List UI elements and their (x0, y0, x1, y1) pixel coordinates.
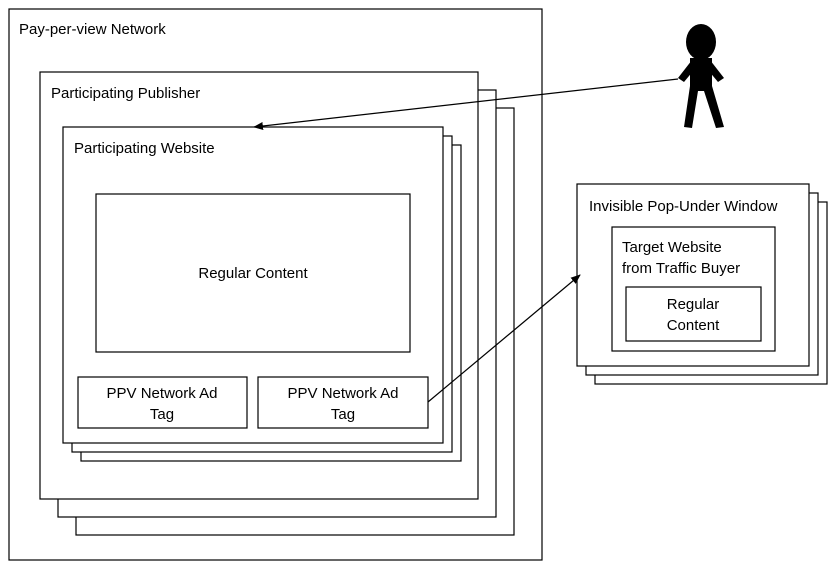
person-icon (678, 24, 724, 128)
regular-content-label: Regular Content (198, 265, 308, 282)
network-label: Pay-per-view Network (19, 21, 166, 38)
ad-tag-right-line1: PPV Network Ad (288, 385, 399, 402)
ad-tag-left-line1: PPV Network Ad (107, 385, 218, 402)
publisher-label: Participating Publisher (51, 85, 200, 102)
ad-tag-right-line2: Tag (331, 406, 355, 423)
regular-content-box (95, 193, 411, 353)
website-label: Participating Website (74, 140, 215, 157)
target-website-line1: Target Website (622, 239, 722, 256)
user-to-website-arrow (253, 78, 679, 130)
adtag-to-popunder-arrow (427, 274, 581, 403)
popunder-label: Invisible Pop-Under Window (589, 198, 778, 215)
target-regular-content-line1: Regular (667, 296, 720, 313)
ad-tag-left-line2: Tag (150, 406, 174, 423)
ad-tag-right-box (257, 376, 429, 429)
target-regular-content-box (625, 286, 762, 342)
target-website-line2: from Traffic Buyer (622, 260, 740, 277)
ad-tag-left-box (77, 376, 248, 429)
target-regular-content-line2: Content (667, 317, 720, 334)
